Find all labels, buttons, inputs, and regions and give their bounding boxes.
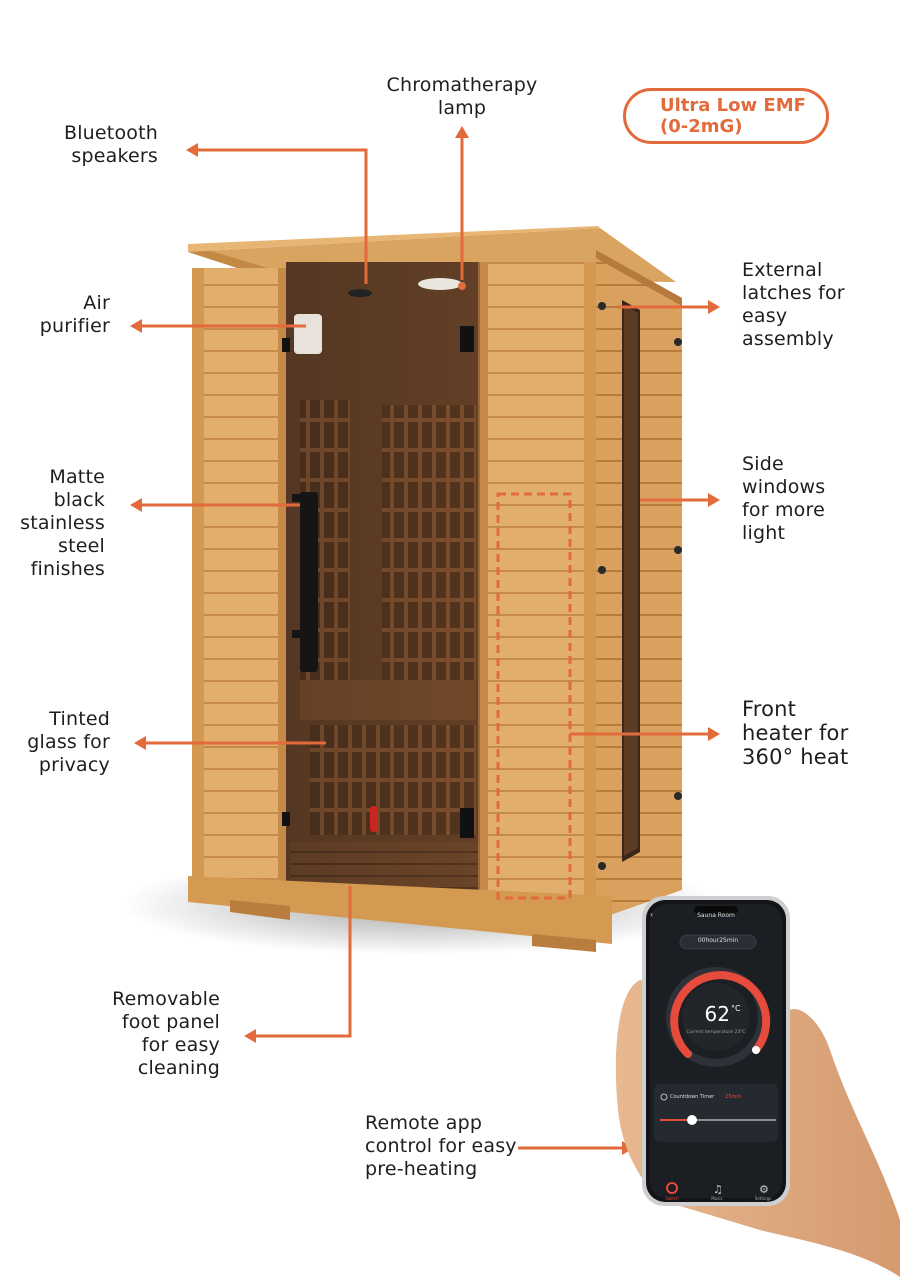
ultra-low-emf-badge: Ultra Low EMF (0-2mG) xyxy=(623,88,829,144)
countdown-label: Countdown Timer xyxy=(670,1094,715,1100)
phone-title: Sauna Room xyxy=(697,912,735,919)
hand-holding-phone: ♫ ⚙ xyxy=(615,896,900,1277)
label-external-latches: External latches for easy assembly xyxy=(742,259,845,350)
timer-pill[interactable]: 00hour25min xyxy=(697,937,739,944)
callout-arrows xyxy=(134,132,716,1150)
label-front-heater: Front heater for 360° heat xyxy=(742,697,849,769)
door-handle xyxy=(300,492,318,672)
front-right-panel xyxy=(478,262,596,902)
label-removable-foot-panel: Removable foot panel for easy cleaning xyxy=(112,988,220,1079)
front-left-panel xyxy=(192,268,286,888)
label-tinted-glass: Tinted glass for privacy xyxy=(27,708,110,776)
label-chromatherapy-lamp: Chromatherapy lamp xyxy=(386,74,538,119)
front-heater-outline xyxy=(496,492,572,900)
temperature-unit: °C xyxy=(731,1004,741,1013)
label-air-purifier: Air purifier xyxy=(39,292,110,337)
temperature-value: 62 xyxy=(704,1002,730,1026)
label-matte-black-finishes: Matte black stainless steel finishes xyxy=(20,466,105,580)
nav-settings[interactable]: Settings xyxy=(754,1196,772,1201)
glass-door xyxy=(286,262,480,902)
nav-switch[interactable]: Switch xyxy=(665,1196,679,1201)
svg-text:♫: ♫ xyxy=(713,1183,723,1196)
label-bluetooth-speakers: Bluetooth speakers xyxy=(63,122,158,167)
nav-music[interactable]: Music xyxy=(711,1196,723,1201)
back-icon[interactable]: ‹ xyxy=(650,910,654,919)
countdown-value: · 25min xyxy=(722,1094,741,1100)
label-remote-app-control: Remote app control for easy pre-heating xyxy=(365,1112,517,1180)
air-purifier xyxy=(294,314,322,354)
sauna-cabin xyxy=(188,226,682,952)
label-side-windows: Side windows for more light xyxy=(742,453,826,544)
current-temperature: Current temperature 23°C xyxy=(686,1030,746,1035)
svg-text:⚙: ⚙ xyxy=(759,1183,769,1196)
